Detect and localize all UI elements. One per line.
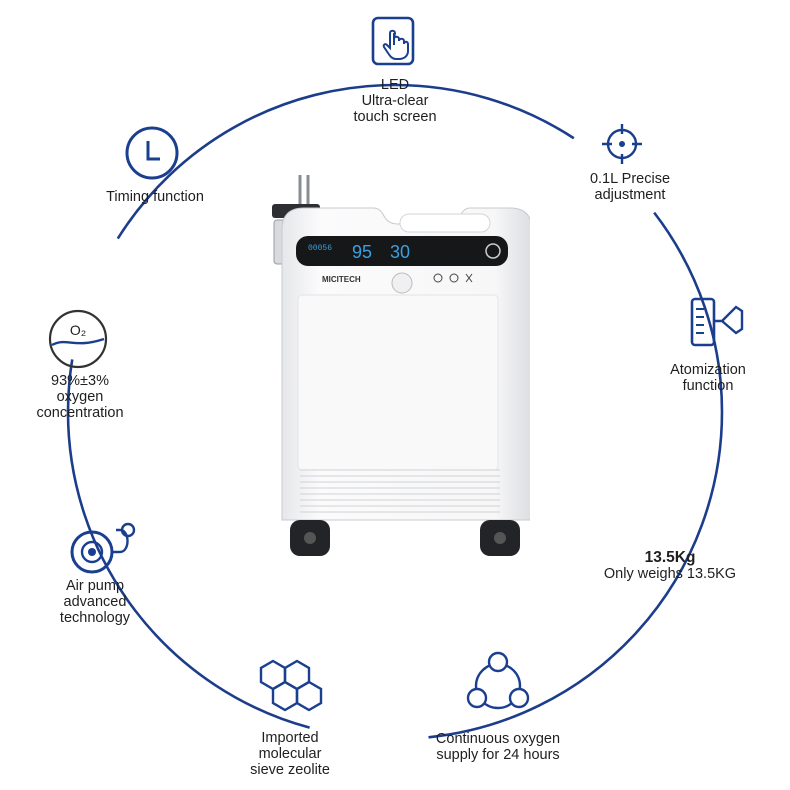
cycle-icon: [462, 650, 534, 721]
feature-airpump-line1: Air pump: [65, 578, 125, 594]
feature-atomization: Atomization function: [643, 362, 773, 394]
display-flow: 30: [390, 242, 410, 262]
feature-timing-line1: Timing function: [106, 189, 204, 205]
feature-led: LED Ultra-clear touch screen: [310, 77, 480, 126]
feature-oxygen-line2: oxygen: [56, 389, 104, 406]
feature-led-line2: Ultra-clear: [361, 93, 429, 110]
feature-oxygen: 93%±3% oxygen concentration: [10, 373, 150, 422]
oxygen-symbol: O₂: [70, 322, 86, 338]
feature-continuous-line2: supply for 24 hours: [436, 747, 560, 764]
feature-precise-line2: adjustment: [594, 187, 666, 204]
feature-weight-line1: 13.5Kg: [644, 549, 696, 566]
atomizer-icon: [686, 293, 748, 356]
oxygen-icon: O₂: [46, 307, 110, 376]
feature-led-line1: LED: [380, 77, 410, 93]
feature-timing: Timing function: [80, 189, 230, 205]
display-concentration: 95: [352, 242, 372, 262]
feature-airpump: Air pump advanced technology: [30, 578, 160, 627]
feature-atomization-line2: function: [682, 378, 734, 395]
molecule-icon: [255, 657, 327, 724]
clock-icon: [124, 125, 180, 186]
feature-weight: 13.5Kg Only weighs 13.5KG: [585, 549, 755, 583]
feature-atomization-line1: Atomization: [670, 362, 746, 378]
brand-label: MICITECH: [322, 275, 361, 284]
feature-airpump-line2: advanced: [63, 594, 127, 611]
feature-continuous-line1: Continuous oxygen: [435, 731, 561, 747]
target-icon: [600, 122, 644, 171]
oxygen-concentrator-image: 00056 95 30 MICITECH: [260, 170, 533, 575]
feature-zeolite-line1: Imported: [261, 730, 319, 746]
feature-precise-line1: 0.1L Precise: [589, 171, 671, 187]
feature-precise: 0.1L Precise adjustment: [560, 171, 700, 203]
display-timer: 00056: [308, 244, 332, 253]
feature-led-line3: touch screen: [353, 109, 437, 126]
feature-continuous: Continuous oxygen supply for 24 hours: [408, 731, 588, 763]
feature-oxygen-line3: concentration: [36, 405, 124, 422]
air-pump-icon: [68, 518, 144, 583]
feature-weight-line2: Only weighs 13.5KG: [603, 566, 737, 583]
feature-oxygen-line1: 93%±3%: [51, 373, 109, 389]
touch-screen-icon: [370, 15, 418, 72]
feature-airpump-line3: technology: [59, 610, 131, 627]
feature-zeolite-line2: molecular: [258, 746, 322, 763]
feature-zeolite: Imported molecular sieve zeolite: [220, 730, 360, 779]
feature-zeolite-line3: sieve zeolite: [250, 762, 330, 779]
